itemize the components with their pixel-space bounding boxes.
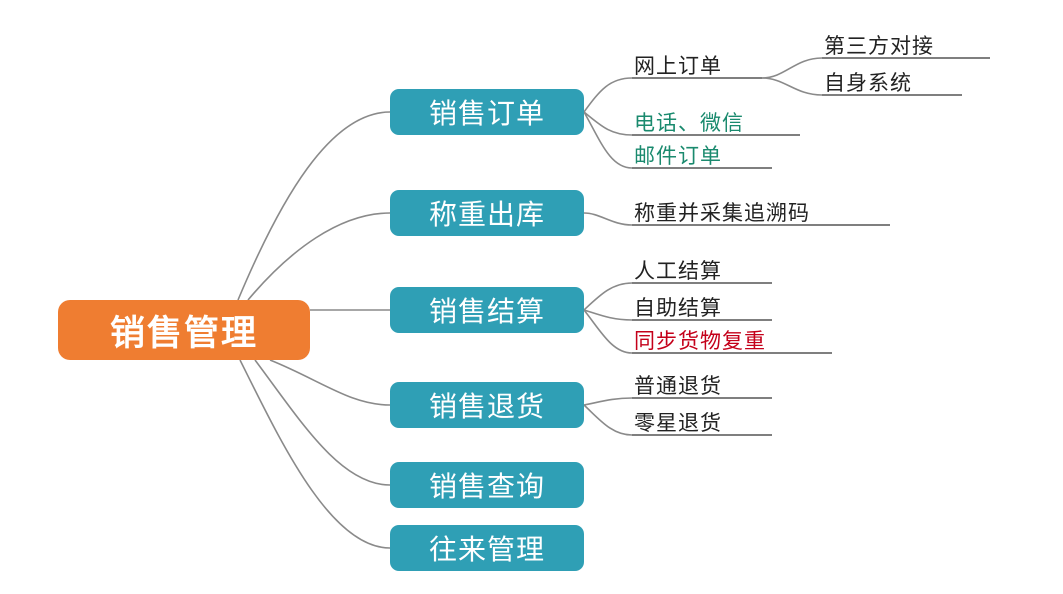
- link-b3-leaf-1: [583, 282, 633, 311]
- link-b1-leaf-2: [583, 111, 633, 136]
- leaf-manual-settlement[interactable]: 人工结算: [634, 259, 722, 283]
- branch-sales-order[interactable]: 销售订单: [390, 89, 584, 135]
- branch-sales-return[interactable]: 销售退货: [390, 382, 584, 428]
- leaf-third-party[interactable]: 第三方对接: [824, 34, 934, 58]
- link-root-branch-4: [269, 359, 391, 406]
- leaf-online-order[interactable]: 网上订单: [634, 54, 722, 78]
- link-root-branch-5: [254, 359, 391, 486]
- leaf-weigh-trace-code[interactable]: 称重并采集追溯码: [634, 201, 810, 225]
- link-root-branch-2: [247, 212, 391, 301]
- link-b2-leaf-1: [583, 212, 633, 226]
- branch-sales-settlement[interactable]: 销售结算: [390, 287, 584, 333]
- link-b1-leaf-1: [583, 77, 633, 113]
- leaf-sporadic-return[interactable]: 零星退货: [634, 411, 722, 435]
- leaf-sync-reweigh[interactable]: 同步货物复重: [634, 329, 766, 353]
- leaf-email-order[interactable]: 邮件订单: [634, 144, 722, 168]
- link-b1-leaf-3: [583, 111, 633, 169]
- link-root-branch-1: [237, 111, 391, 301]
- leaf-own-system[interactable]: 自身系统: [824, 71, 912, 95]
- link-b3-leaf-3: [583, 309, 633, 354]
- leaf-self-settlement[interactable]: 自助结算: [634, 296, 722, 320]
- link-sub-2: [761, 77, 823, 96]
- branch-sales-query[interactable]: 销售查询: [390, 462, 584, 508]
- branch-account-management[interactable]: 往来管理: [390, 525, 584, 571]
- leaf-phone-wechat[interactable]: 电话、微信: [634, 111, 744, 135]
- root-node[interactable]: 销售管理: [58, 300, 310, 360]
- link-sub-1: [761, 57, 823, 79]
- link-b4-leaf-1: [583, 397, 633, 406]
- link-b4-leaf-2: [583, 404, 633, 436]
- link-b3-leaf-2: [583, 309, 633, 321]
- link-root-branch-6: [239, 359, 391, 549]
- leaf-normal-return[interactable]: 普通退货: [634, 374, 722, 398]
- branch-weigh-outbound[interactable]: 称重出库: [390, 190, 584, 236]
